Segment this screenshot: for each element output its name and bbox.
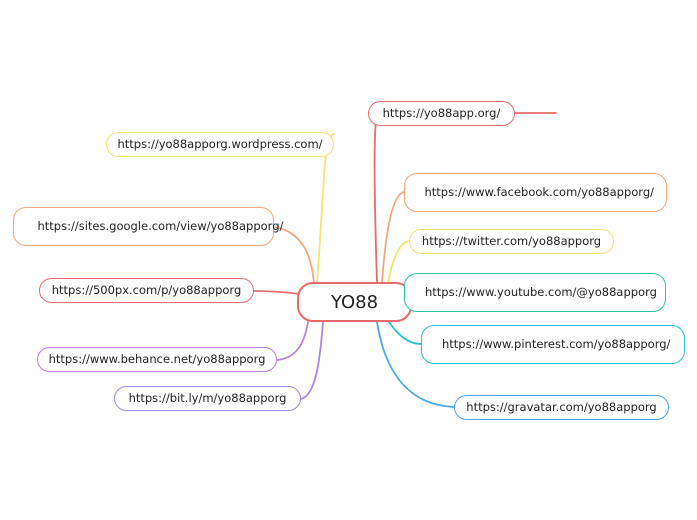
- branch-label: https://500px.com/p/yo88apporg: [51, 283, 242, 298]
- connector-bitly: [300, 321, 324, 400]
- branch-twitter[interactable]: https://twitter.com/yo88apporg: [409, 229, 614, 254]
- connector-pinterest: [388, 321, 422, 345]
- branch-label: https://www.youtube.com/@yo88apporg: [425, 285, 657, 300]
- branch-pinterest[interactable]: https://www.pinterest.com/yo88apporg/: [421, 325, 685, 364]
- connector-gravatar: [376, 321, 455, 408]
- connector-facebook: [381, 191, 405, 284]
- branch-bitly[interactable]: https://bit.ly/m/yo88apporg: [114, 386, 301, 411]
- branch-label: https://yo88apporg.wordpress.com/: [117, 137, 323, 152]
- branch-wordpress[interactable]: https://yo88apporg.wordpress.com/: [106, 132, 334, 157]
- branch-facebook[interactable]: https://www.facebook.com/yo88apporg/: [404, 173, 667, 212]
- branch-label: https://bit.ly/m/yo88apporg: [128, 391, 287, 406]
- branch-google-sites[interactable]: https://sites.google.com/view/yo88apporg…: [13, 207, 284, 246]
- branch-label: https://gravatar.com/yo88apporg: [466, 400, 657, 415]
- connector-google: [273, 226, 315, 284]
- branch-gravatar[interactable]: https://gravatar.com/yo88apporg: [454, 395, 669, 420]
- branch-label: https://www.behance.net/yo88apporg: [48, 352, 266, 367]
- root-topic[interactable]: YO88: [297, 282, 412, 322]
- branch-youtube[interactable]: https://www.youtube.com/@yo88apporg: [404, 273, 666, 312]
- branch-label: https://www.pinterest.com/yo88apporg/: [442, 337, 671, 352]
- branch-label: https://www.facebook.com/yo88apporg/: [424, 185, 655, 200]
- branch-label: https://yo88app.org/: [382, 106, 501, 121]
- branch-behance[interactable]: https://www.behance.net/yo88apporg: [37, 347, 277, 372]
- branch-500px[interactable]: https://500px.com/p/yo88apporg: [39, 278, 254, 303]
- connector-twitter: [387, 240, 410, 284]
- connector-behance: [276, 321, 309, 361]
- branch-label: https://twitter.com/yo88apporg: [421, 234, 602, 249]
- branch-label: https://sites.google.com/view/yo88apporg…: [37, 219, 284, 234]
- branch-yo88app[interactable]: https://yo88app.org/: [368, 101, 515, 126]
- connector-500px: [253, 290, 301, 295]
